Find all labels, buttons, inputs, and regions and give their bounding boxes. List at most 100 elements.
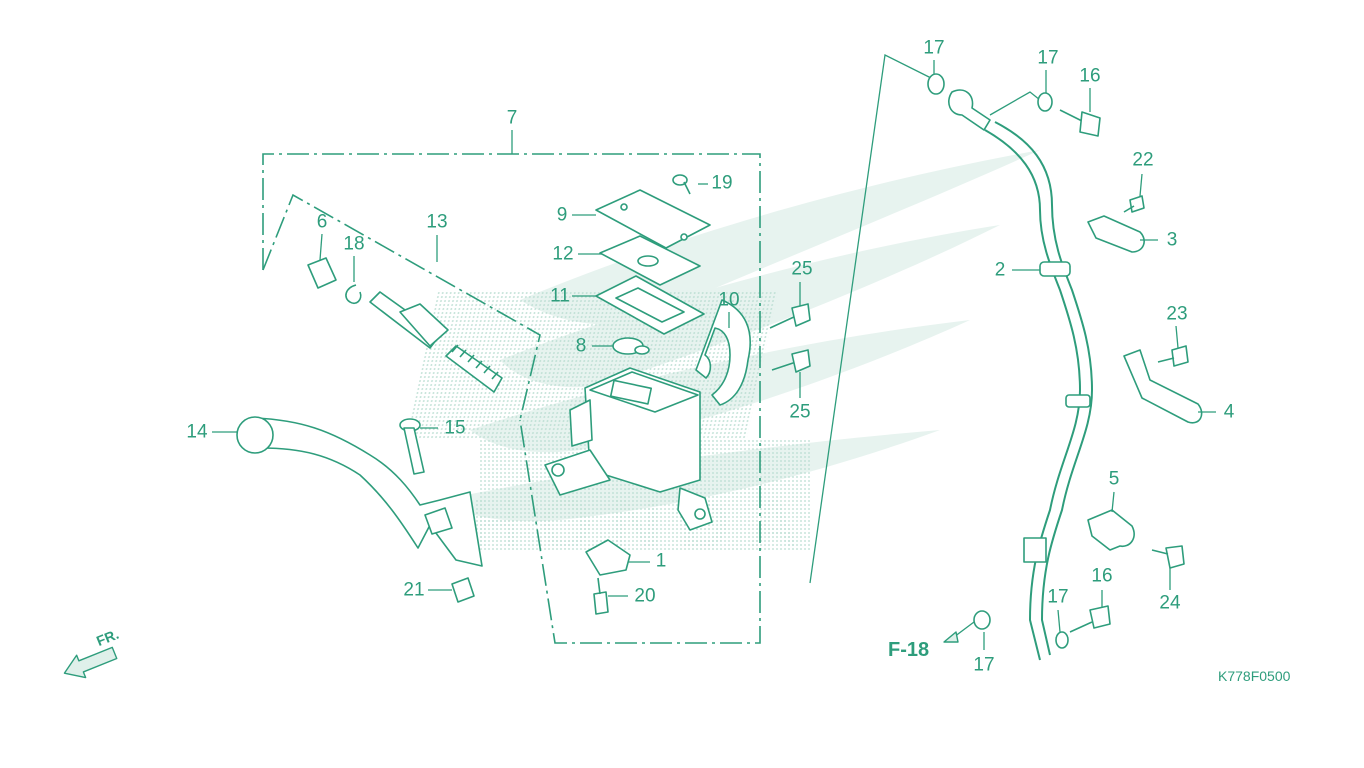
bolt-23-shaft: [1157, 357, 1175, 363]
part-6-boot: [307, 257, 337, 289]
piston-head: [399, 303, 449, 347]
leader-22: [1139, 173, 1143, 197]
washer-17d: [973, 610, 991, 630]
part-9-reservoir-cap: [595, 189, 711, 249]
callout-19: 19: [711, 173, 732, 194]
part-8-float: [612, 337, 650, 355]
leader-23: [1175, 325, 1179, 349]
clamp-5-shape: [1087, 509, 1135, 551]
callout-4: 4: [1224, 402, 1235, 423]
spring-coils: [451, 344, 499, 380]
hose-grommet-1: [1039, 261, 1071, 277]
hose-bracket-line-2: [989, 91, 1041, 116]
part-15-pivot-bolt: [399, 418, 425, 475]
bolt-24-head: [1165, 545, 1185, 569]
assembly-bracket-7: [262, 130, 761, 644]
hose-bracket-line: [809, 54, 936, 584]
bolt-22-head: [1129, 195, 1145, 213]
callout-16-lower: 16: [1091, 566, 1112, 587]
callout-22: 22: [1132, 150, 1153, 171]
pivot-bolt-shaft: [403, 427, 425, 475]
callout-24: 24: [1159, 593, 1181, 614]
diagram-code: K778F0500: [1218, 668, 1291, 684]
reference-label-f18: F-18: [888, 639, 929, 661]
part-25-bolts: [769, 303, 811, 373]
leader-5: [1111, 491, 1115, 513]
bolt-25b-head: [791, 349, 811, 373]
bracket-7-outline: [262, 153, 761, 644]
callout-11: 11: [550, 286, 570, 307]
washer-17c: [1055, 631, 1069, 649]
boot-shape: [307, 257, 337, 289]
callout-25-lower: 25: [789, 402, 810, 423]
callout-10: 10: [718, 290, 739, 311]
part-14-brake-lever: [236, 416, 483, 567]
callout-3: 3: [1167, 230, 1178, 251]
callout-20: 20: [634, 586, 655, 607]
holder-shape: [695, 299, 751, 406]
callout-14: 14: [186, 422, 208, 443]
part-10-holder: [695, 299, 751, 406]
screw-19-shaft: [683, 181, 691, 195]
part-21-nut: [451, 577, 475, 603]
part-24-bolt: [1151, 545, 1185, 569]
plate-hole: [637, 255, 659, 267]
hose-line-1: [984, 129, 1082, 661]
front-direction-indicator: FR.: [63, 626, 121, 679]
callout-13: 13: [426, 212, 447, 233]
hose-line-2: [994, 121, 1094, 656]
bolt-25a-head: [791, 303, 811, 327]
callout-2: 2: [995, 260, 1006, 281]
bolt-23-head: [1171, 345, 1189, 367]
piston-spring: [445, 345, 503, 393]
leader-6: [319, 233, 323, 261]
nut-shape: [451, 577, 475, 603]
callout-8: 8: [576, 336, 587, 357]
part-22-bolt: [1123, 195, 1145, 213]
bolt-16a-shaft: [1059, 109, 1085, 123]
bolt-25a-shaft: [769, 315, 797, 329]
hose-fitting-lower: [1023, 537, 1047, 563]
callout-25-upper: 25: [791, 259, 812, 280]
front-arrow-icon: [63, 646, 118, 679]
outlet-port: [694, 508, 706, 520]
callout-7: 7: [507, 108, 518, 129]
callout-16-upper: 16: [1079, 66, 1100, 87]
bolt-22-shaft: [1123, 205, 1135, 213]
leader-lines: [212, 60, 1216, 650]
bolt-16a-head: [1079, 111, 1101, 137]
bolt-16b-shaft: [1069, 621, 1093, 633]
clamp-4-shape: [1123, 349, 1203, 424]
assembly-bracket-hose: [809, 54, 1041, 584]
banjo-upper: [948, 89, 991, 131]
part-16-bolts: [1059, 109, 1111, 633]
callout-5: 5: [1109, 469, 1120, 490]
hose-upper-fitting: [948, 89, 991, 131]
part-3-clamp: [1087, 215, 1145, 253]
callout-15: 15: [444, 418, 465, 439]
part-20-screw: [593, 577, 609, 615]
part-13-piston-set: [369, 291, 503, 393]
part-12-cap-plate: [599, 235, 701, 286]
cylinder-mount-arm: [544, 449, 611, 496]
cap-screw-hole-1: [620, 203, 628, 211]
bolt-25b-shaft: [771, 361, 797, 371]
callout-17-lower-left: 17: [973, 655, 994, 676]
clamp-3-shape: [1087, 215, 1145, 253]
circlip-shape: [345, 284, 362, 305]
part-11-diaphragm: [595, 275, 705, 335]
screw-20-head: [593, 591, 609, 615]
mount-hole: [551, 463, 565, 477]
assembly-bracket-13: [262, 193, 541, 421]
watermark-text: HONDA: [470, 485, 817, 563]
callout-labels: 7 6 18 13 19 9 12 11 8 10 25 25 14 15 1 …: [186, 38, 1234, 676]
part-19-screw: [672, 174, 691, 195]
honda-watermark: HONDA: [406, 150, 1040, 563]
cylinder-outlet: [677, 487, 713, 531]
callout-9: 9: [557, 205, 568, 226]
hose-grommet-2: [1065, 394, 1091, 408]
callout-6: 6: [317, 212, 328, 233]
lever-ball-end: [236, 416, 274, 454]
reservoir-window: [609, 379, 653, 405]
